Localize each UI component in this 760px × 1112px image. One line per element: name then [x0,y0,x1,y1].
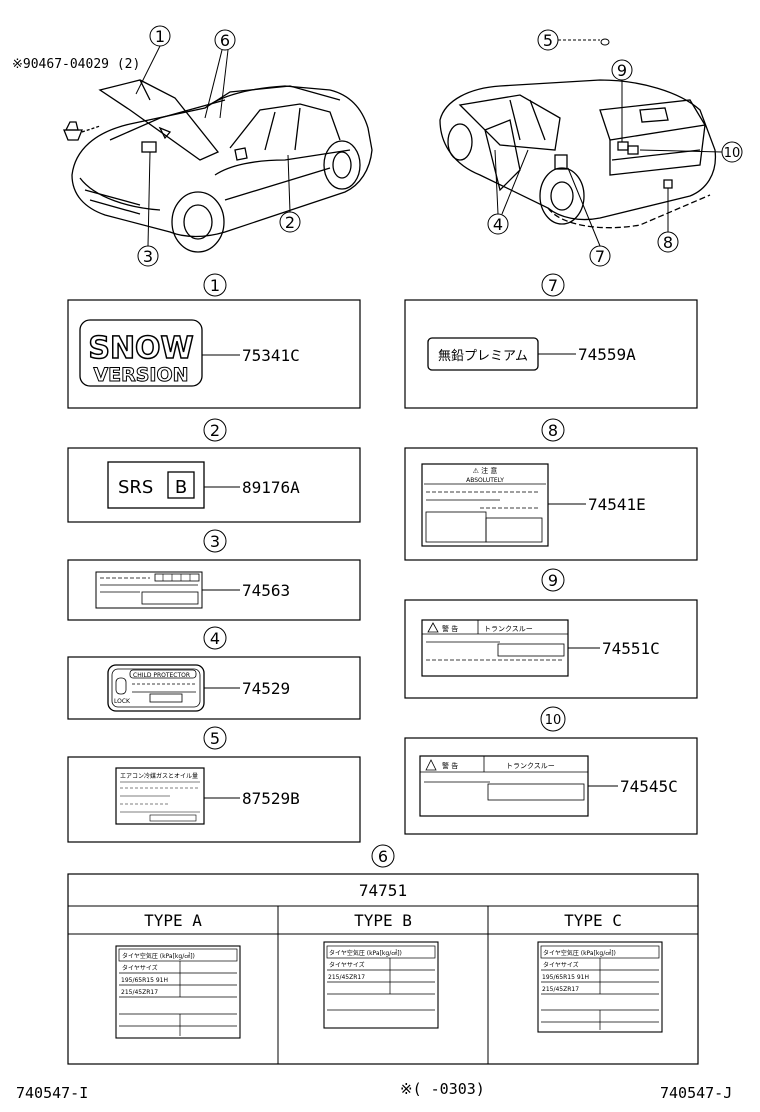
svg-text:4: 4 [210,629,220,648]
premium-text: 無鉛プレミアム [438,349,528,364]
svg-text:9: 9 [548,571,558,590]
callout-9-rear: 9 [617,61,627,80]
callout-6-front: 6 [220,31,230,50]
front-car-illustration [71,79,373,253]
tire-pressure-a: タイヤ空気圧 (kPa[kg/㎠]) [122,952,195,960]
warning-text-10: 警 告 [442,761,458,770]
callout-10-rear: 10 [724,146,741,161]
part-number-9: 74551C [602,639,660,658]
panel-7: 7 無鉛プレミアム 74559A [404,273,698,409]
panel-4: 4 CHILD PROTECTOR LOCK 74529 [67,626,361,720]
size-c-2: 215/45ZR17 [542,986,579,993]
part-number-5: 87529B [242,789,300,808]
svg-text:1: 1 [210,276,220,295]
snow-logo: SNOW [88,331,193,366]
panel-1: 1 SNOW VERSION 75341C [67,273,361,409]
part-number-8: 74541E [588,495,646,514]
panel-5: 5 エアコン冷媒ガスとオイル量 87529B [67,726,361,843]
clip-icon [63,121,101,141]
svg-text:3: 3 [210,532,220,551]
svg-text:7: 7 [548,276,558,295]
type-b-header: TYPE B [354,911,412,930]
footer-left-code: 740547-I [16,1084,88,1102]
panel-2: 2 SRS B 89176A [67,418,361,523]
callout-3-front: 3 [143,247,153,266]
warning-text-9: 警 告 [442,624,458,633]
panel-9: 9 警 告 トランクスルー 74551C [404,568,698,699]
svg-text:6: 6 [378,847,388,866]
trunk-text-10: トランクスルー [506,762,555,770]
tire-size-b: タイヤサイズ [329,961,365,969]
tire-pressure-c: タイヤ空気圧 (kPa[kg/㎠]) [543,949,616,957]
part-number-2: 89176A [242,478,300,497]
callout-7-rear: 7 [595,247,605,266]
tire-size-c: タイヤサイズ [543,961,579,969]
footer-right-code: 740547-J [660,1084,732,1102]
panel-8: 8 ⚠ 注 意 ABSOLUTELY 74541E [404,418,698,561]
size-a-1: 195/65R15 91H [121,977,168,984]
type-a-header: TYPE A [144,911,202,930]
part-number-6: 74751 [359,881,407,900]
svg-text:5: 5 [210,729,220,748]
aircon-label-text: エアコン冷媒ガスとオイル量 [120,772,198,780]
trunk-text-9: トランクスルー [484,625,533,633]
rear-car-illustration [439,79,717,229]
size-a-2: 215/45ZR17 [121,989,158,996]
part-number-10: 74545C [620,777,678,796]
panel-6: 6 74751 TYPE A TYPE B TYPE C タイヤ空気圧 (kPa… [67,844,699,1065]
size-c-1: 195/65R15 91H [542,974,589,981]
clip-part-number: ※90467-04029 (2) [12,57,140,72]
svg-text:8: 8 [548,421,558,440]
srs-b-text: B [175,477,187,498]
callouts-rear [487,29,743,267]
callout-2-front: 2 [285,213,295,232]
svg-text:2: 2 [210,421,220,440]
part-number-7: 74559A [578,345,636,364]
callout-1-front: 1 [155,27,165,46]
svg-text:10: 10 [545,713,562,728]
tire-pressure-b: タイヤ空気圧 (kPa[kg/㎠]) [329,949,402,957]
type-c-header: TYPE C [564,911,622,930]
caution-header: ⚠ 注 意 [473,466,498,475]
callout-5-rear: 5 [543,31,553,50]
child-protector-text: CHILD PROTECTOR [133,672,190,679]
caution-sub: ABSOLUTELY [466,477,504,484]
callouts-front [135,25,301,267]
callout-4-rear: 4 [493,215,503,234]
panel-10: 10 警 告 トランクスルー 74545C [404,706,698,835]
version-logo: VERSION [93,364,188,386]
panel-3: 3 74563 [67,529,361,621]
part-number-1: 75341C [242,346,300,365]
footer-note: ※( -0303) [400,1080,485,1098]
callout-8-rear: 8 [663,233,673,252]
srs-text: SRS [118,477,153,498]
size-b-1: 215/45ZR17 [328,974,365,981]
part-number-4: 74529 [242,679,290,698]
part-number-3: 74563 [242,581,290,600]
tire-size-a: タイヤサイズ [122,964,158,972]
lock-text: LOCK [114,698,131,705]
